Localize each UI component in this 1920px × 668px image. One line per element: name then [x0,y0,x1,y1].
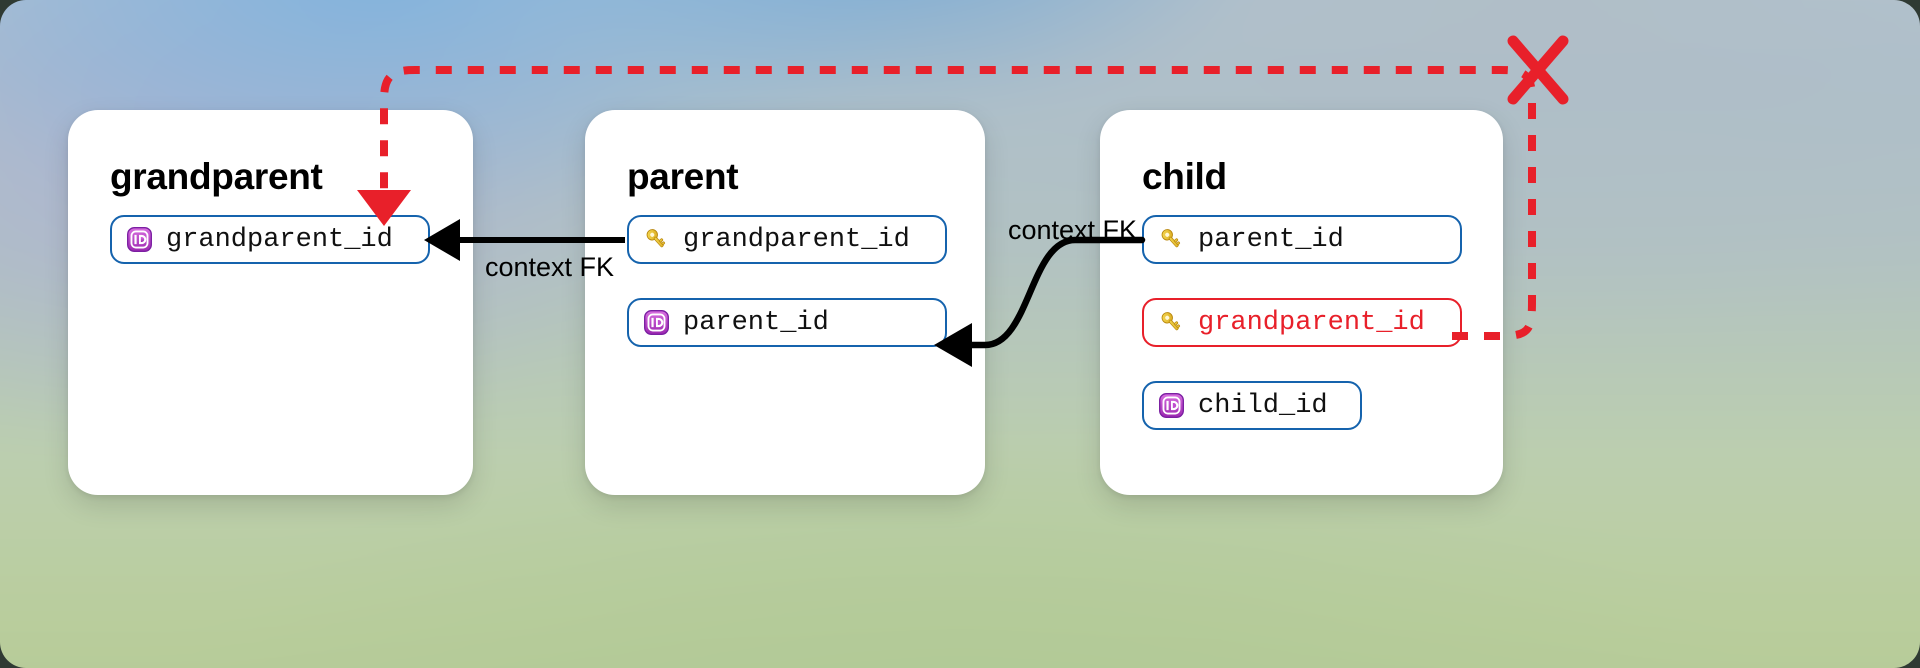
field-label: parent_id [683,307,829,338]
edge-label-parent-to-grandparent: context FK [485,252,615,282]
key-icon [1161,312,1181,331]
field-label: grandparent_id [1198,307,1425,338]
key-icon [1161,229,1181,248]
table-title-grandparent: grandparent [110,156,323,197]
field-label: grandparent_id [166,224,393,255]
field-row-child-parent-id[interactable]: parent_id [1142,215,1462,264]
key-icon [646,229,666,248]
field-label: child_id [1198,390,1328,421]
table-title-child: child [1142,156,1227,197]
table-card-parent[interactable]: parent grandparent_id [585,110,985,495]
field-row-child-child-id[interactable]: child_id [1142,381,1362,430]
field-row-parent-grandparent-id[interactable]: grandparent_id [627,215,947,264]
table-card-child[interactable]: child parent_id [1100,110,1503,495]
table-title-parent: parent [627,156,739,197]
id-icon [1159,393,1184,418]
field-row-child-grandparent-id[interactable]: grandparent_id [1142,298,1462,347]
field-row-parent-parent-id[interactable]: parent_id [627,298,947,347]
id-icon [644,310,669,335]
field-label: grandparent_id [683,224,910,255]
field-row-grandparent-id[interactable]: grandparent_id [110,215,430,264]
edge-label-child-to-parent: context FK [1008,215,1138,245]
table-card-grandparent[interactable]: grandparent grandparent_id [68,110,473,495]
id-icon [127,227,152,252]
field-label: parent_id [1198,224,1344,255]
